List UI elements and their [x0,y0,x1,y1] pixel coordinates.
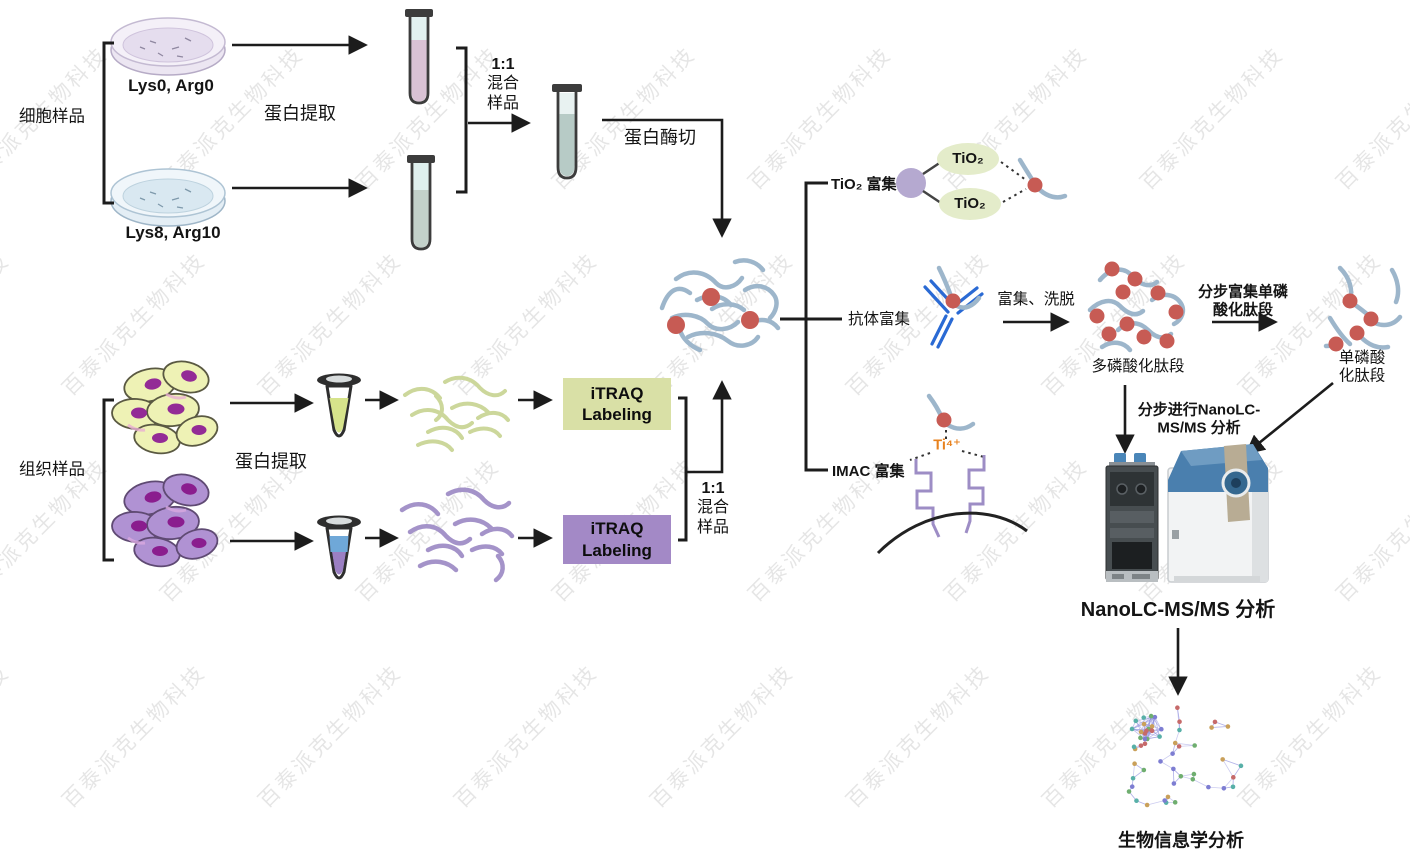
mix-ratio-top: 1:1 [491,56,515,73]
petri-dish-lys0 [110,17,226,76]
eppendorf-tube-green [317,373,361,438]
bioinformatics-network [1126,705,1244,808]
bracket-itraq-mix [678,396,688,542]
mono-phospho-label: 单磷酸化肽段 [1338,349,1386,385]
itraq-box-green: iTRAQ Labeling [563,378,671,430]
tio2-branch-label: TiO₂ 富集 [831,176,897,193]
test-tube-2 [407,155,435,251]
tio2-bead-label-2: TiO₂ [954,195,986,213]
mix-ratio-bottom: 1:1 [701,480,725,497]
mix-label-bottom: 1:1 混合 样品 [690,480,736,537]
dish1-label: Lys0, Arg0 [128,75,214,95]
bracket-cell-samples [102,41,114,205]
mix-rest-top: 混合 样品 [486,75,519,112]
imac-branch-label: IMAC 富集 [832,463,905,480]
bioinfo-label: 生物信息学分析 [1118,830,1244,851]
antibody-enrichment-graphic [923,265,984,349]
extract-label-top: 蛋白提取 [264,103,336,124]
imac-enrichment-graphic [876,393,1028,555]
mix-arrow-bottom-up [686,380,732,474]
nanolc-label: NanoLC-MS/MS 分析 [1080,599,1276,622]
dish2-label: Lys8, Arg10 [125,222,221,242]
bracket-tissue-samples [102,398,114,562]
mixed-tube [552,84,582,180]
extract-label-bottom: 蛋白提取 [235,451,307,472]
peptides-purple [399,487,515,583]
mass-spectrometer [1167,444,1269,583]
cell-cluster-yellow [111,360,219,455]
digest-label: 蛋白酶切 [624,127,696,148]
stepwise-enrich-label: 分步富集单磷 酸化肽段 [1197,283,1289,318]
digest-arrow [602,118,732,238]
test-tube-1 [405,9,433,105]
tissue-samples-label: 组织样品 [19,460,85,479]
eppendorf-tube-purple [317,515,361,580]
petri-dish-lys8 [110,168,226,227]
antibody-branch-label: 抗体富集 [848,311,911,328]
cell-cluster-purple [111,473,219,568]
bracket-mix-top [456,46,468,194]
hplc-instrument [1105,453,1159,582]
multi-phospho-peptides [1087,261,1186,353]
cell-samples-label: 细胞样品 [19,107,85,126]
multi-phospho-label: 多磷酸化肽段 [1091,357,1185,375]
elute-label: 富集、洗脱 [997,290,1075,308]
ti-ion-label: Ti⁴⁺ [933,437,961,454]
peptides-green [403,375,510,452]
to-ms-arrow-2 [1244,381,1334,455]
mix-rest-bottom: 混合 样品 [696,499,729,536]
tio2-enrichment-graphic [896,143,1068,220]
mix-label-top: 1:1 混合 样品 [480,56,526,113]
itraq-box-purple: iTRAQ Labeling [563,515,671,564]
enrichment-bracket [804,181,828,472]
tio2-bead-label-1: TiO₂ [952,150,984,168]
peptide-mixture [659,258,781,353]
stepwise-ms-label: 分步进行NanoLC- MS/MS 分析 [1137,401,1261,436]
mono-phospho-peptides [1323,265,1403,352]
